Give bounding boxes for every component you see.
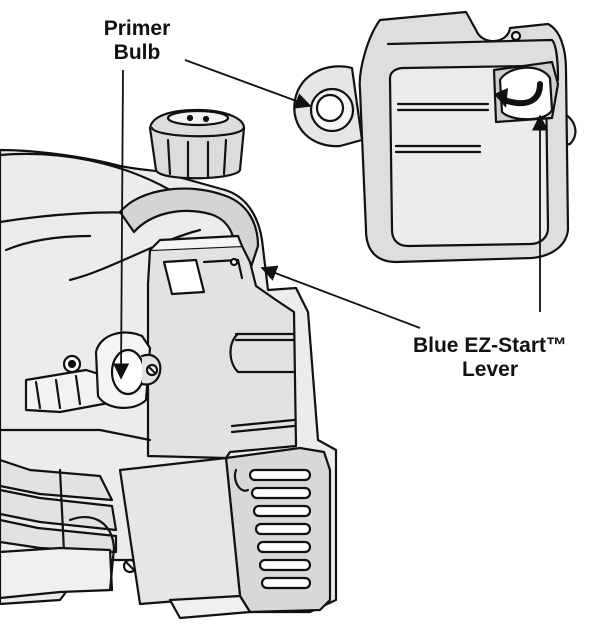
inset-lever-arrow [501,81,543,107]
grille-slots [248,468,312,590]
fuel-cap [148,108,246,180]
engine-illustration [0,108,338,620]
primer-bulb-arrow-inset [184,59,312,109]
carburetor-housing [146,244,298,460]
ez-start-lever-label: Blue EZ-Start™ Lever [384,334,596,382]
primer-bulb-label-line2: Bulb [113,41,161,64]
cooling-fins [0,458,114,502]
callout-arrows [112,59,549,380]
inset-cover-illustration [293,10,577,264]
ez-lever-arrow-main [260,265,421,329]
ez-start-lever-label-line2: Lever [461,358,519,381]
ez-start-lever-label-line1: Blue EZ-Start™ [412,334,567,357]
primer-bulb-label-line1: Primer [103,17,171,40]
primer-bulb-label: Primer Bulb [92,17,182,65]
primer-bulb-arrow-main [112,69,130,380]
handle-tube [0,546,114,600]
